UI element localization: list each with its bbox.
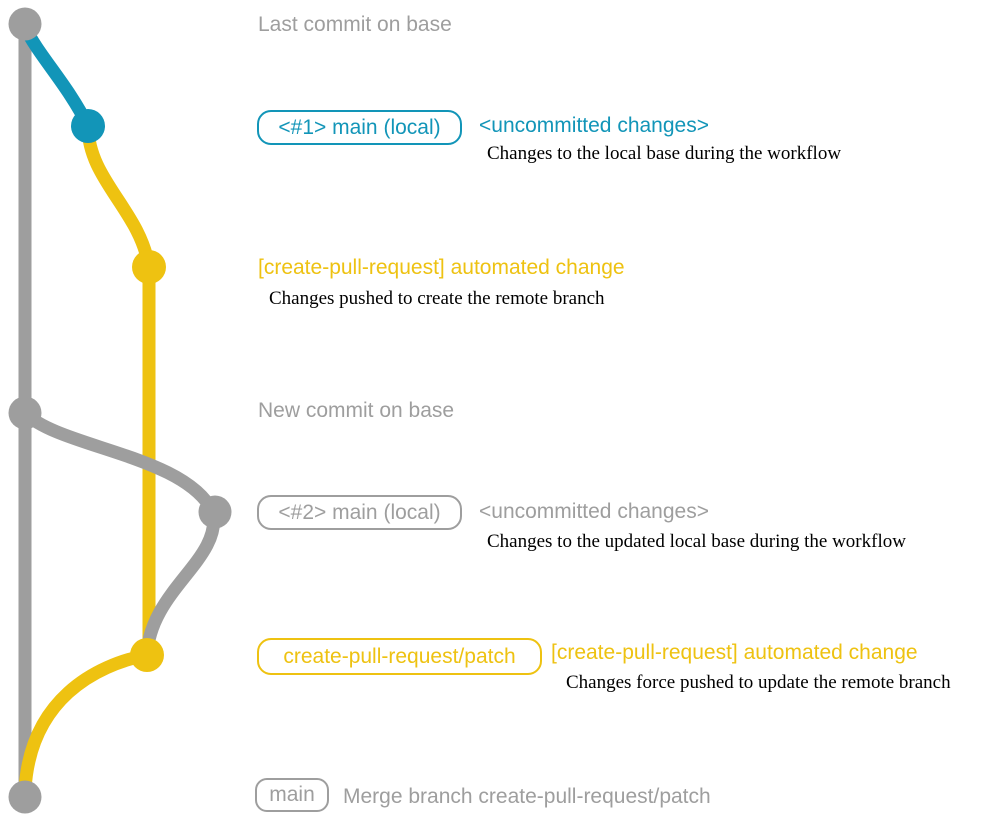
patch-merge-edge [18, 648, 154, 797]
branch-label-main-local-2: <#2> main (local) [257, 495, 462, 530]
branch-label-patch: create-pull-request/patch [257, 638, 542, 675]
caption-uncommitted-2: <uncommitted changes> [479, 500, 709, 523]
caption-last-commit: Last commit on base [258, 13, 452, 36]
branch-label-patch-text: create-pull-request/patch [283, 644, 516, 668]
branch-label-main-merge-text: main [269, 783, 315, 806]
caption-uncommitted-1: <uncommitted changes> [479, 114, 709, 137]
commit-node-merge [8, 780, 42, 814]
desc-uncommitted-2: Changes to the updated local base during… [487, 531, 906, 552]
patch-branch-edge-1 [81, 119, 156, 274]
commit-node-patch-2 [130, 638, 164, 672]
branch-label-main-local-1: <#1> main (local) [257, 110, 462, 145]
local-main-edge [18, 20, 95, 133]
commit-node-local-main-2 [198, 495, 232, 529]
caption-automated-change-2: [create-pull-request] automated change [551, 641, 918, 664]
desc-uncommitted-1: Changes to the local base during the wor… [487, 143, 842, 164]
desc-automated-1: Changes pushed to create the remote bran… [269, 288, 605, 309]
commit-node-base-tip [8, 7, 42, 41]
commit-node-local-main-1 [71, 109, 105, 143]
desc-automated-2: Changes force pushed to update the remot… [566, 672, 951, 693]
branch-label-main-local-1-text: <#1> main (local) [278, 115, 441, 139]
commit-node-base-new [8, 396, 42, 430]
branch-label-main-local-2-text: <#2> main (local) [278, 500, 441, 524]
commit-graph [8, 7, 232, 814]
rebase-edge [18, 406, 221, 662]
caption-automated-change-1: [create-pull-request] automated change [258, 256, 625, 279]
caption-new-commit: New commit on base [258, 399, 455, 422]
commit-node-patch-1 [132, 250, 166, 284]
caption-merge-commit: Merge branch create-pull-request/patch [343, 785, 711, 808]
branch-label-main-merge: main [255, 778, 329, 812]
